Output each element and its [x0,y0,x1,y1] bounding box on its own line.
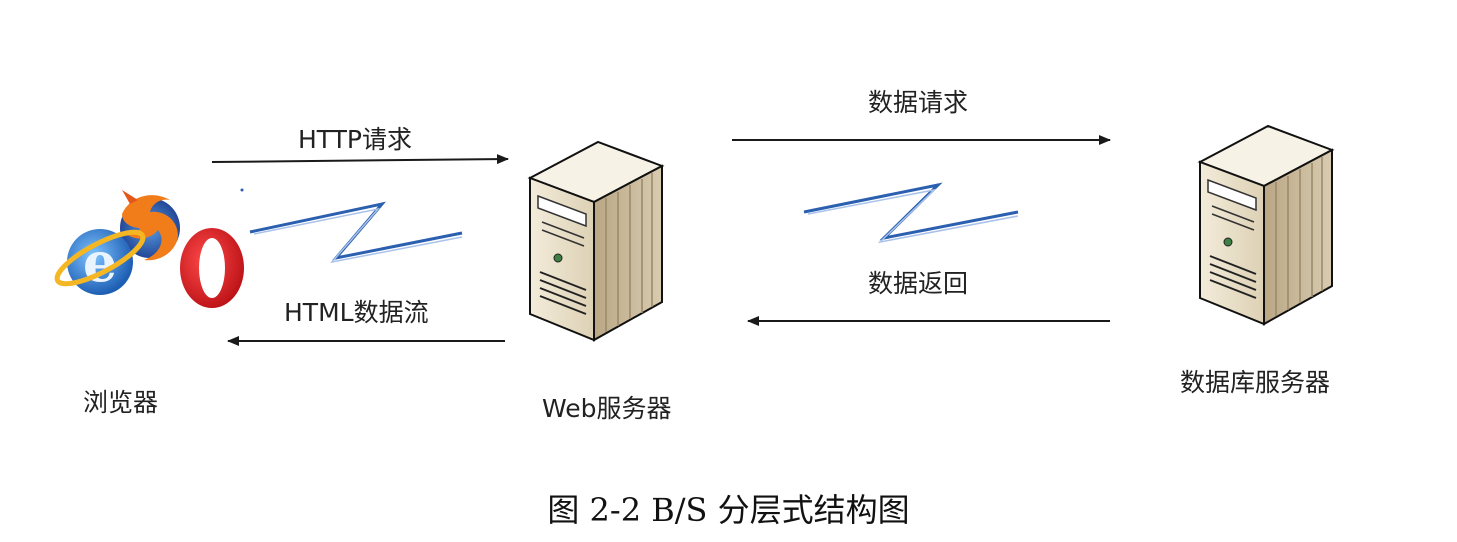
data-request-label: 数据请求 [868,88,969,117]
http-request-label: HTTP请求 [298,125,412,154]
data-return-label: 数据返回 [868,269,969,298]
browser-label: 浏览器 [83,388,159,417]
db-server-label: 数据库服务器 [1180,368,1331,397]
network-link-left-icon [249,201,463,261]
opera-logo-icon [180,228,244,308]
web-server-icon [527,140,665,342]
html-stream-label: HTML数据流 [284,298,429,327]
ie-logo-icon: e [54,229,146,295]
browser-logos-icon: e [54,190,244,308]
http-request-arrow [211,154,509,165]
firefox-logo-icon [120,190,180,261]
network-link-left-icon-inner [253,207,463,264]
figure-caption: 图 2-2 B/S 分层式结构图 [547,491,910,529]
network-link-right-icon-inner [807,188,1019,244]
stray-dot [240,188,244,192]
db-server-icon [1197,124,1335,326]
web-server-label: Web服务器 [542,394,672,423]
